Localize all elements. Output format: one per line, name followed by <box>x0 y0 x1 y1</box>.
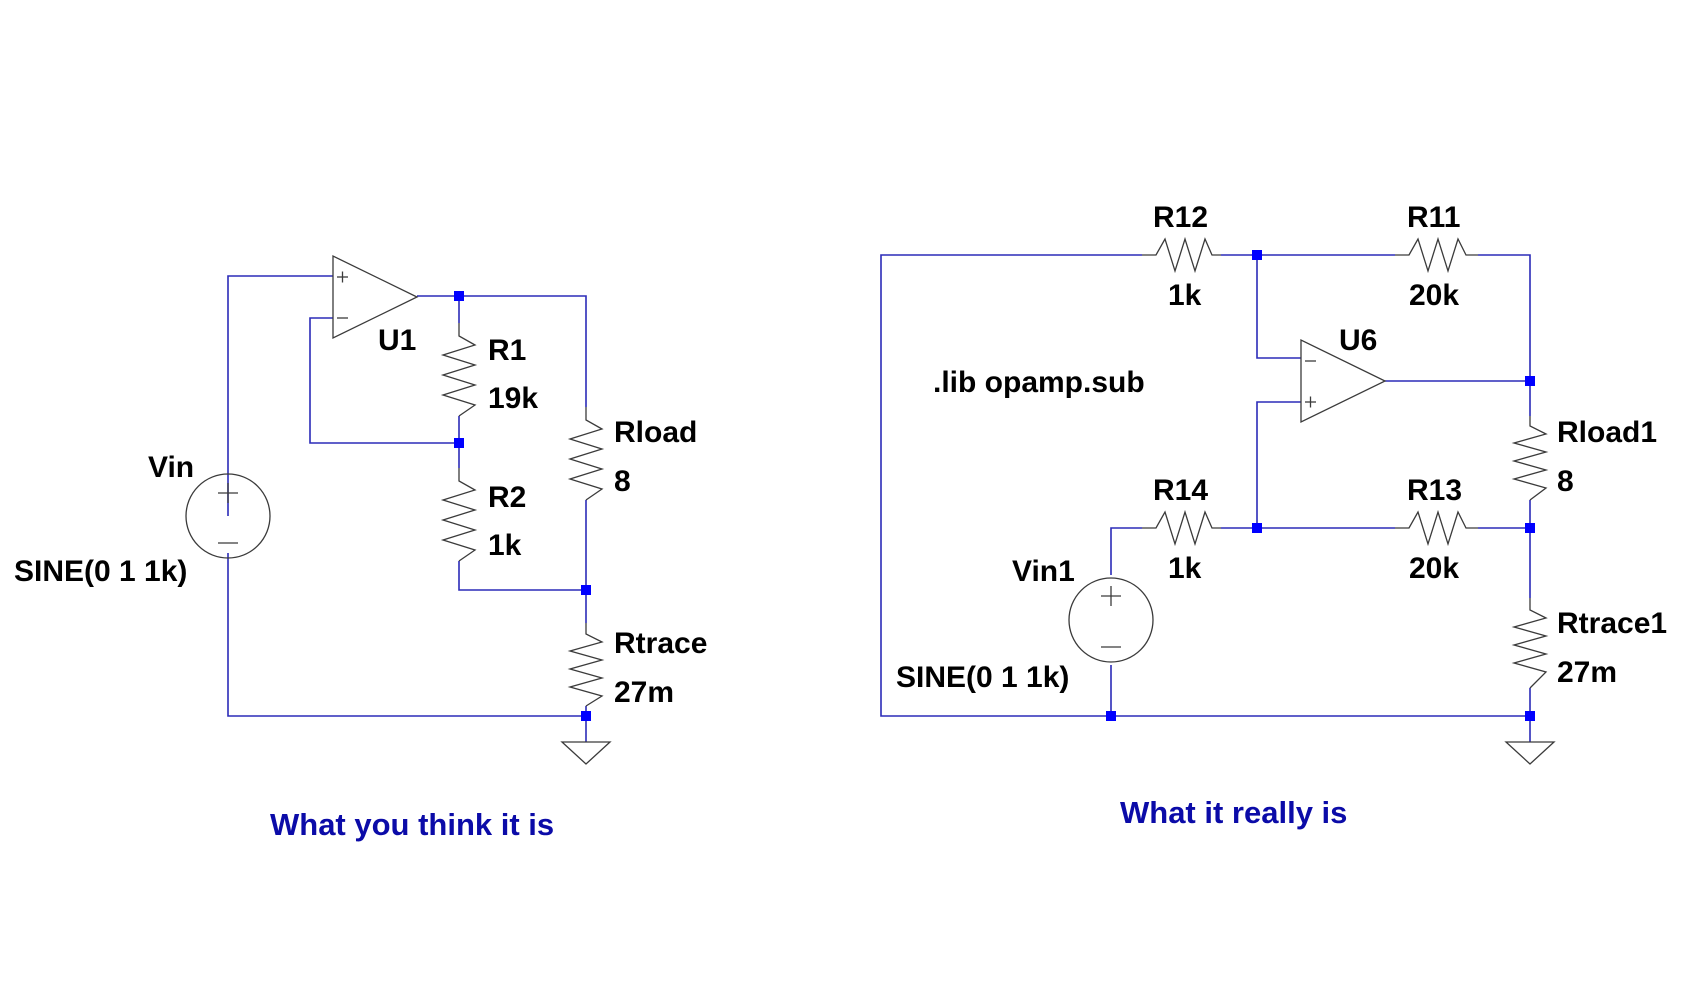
r11-value: 20k <box>1409 279 1459 312</box>
vin-value: SINE(0 1 1k) <box>14 555 187 588</box>
spice-directive: .lib opamp.sub <box>933 366 1145 399</box>
vin1-value: SINE(0 1 1k) <box>896 661 1069 694</box>
rload1-label: Rload1 <box>1557 416 1657 449</box>
rload-label: Rload <box>614 416 697 449</box>
opamp-u6 <box>1300 338 1387 424</box>
rtrace-label: Rtrace <box>614 627 707 660</box>
resistor-rtrace <box>567 623 605 707</box>
rtrace1-value: 27m <box>1557 656 1617 689</box>
voltage-source-vin1 <box>1068 577 1154 663</box>
right-circuit: R12 1k R11 20k U6 .lib opamp.sub Rload1 … <box>880 201 1667 830</box>
right-junctions <box>1106 250 1535 721</box>
ground-icon <box>560 741 612 765</box>
resistor-r2 <box>440 468 478 562</box>
resistor-r12 <box>1142 236 1221 274</box>
resistor-r1 <box>440 323 478 417</box>
resistor-r13 <box>1395 509 1478 547</box>
r1-value: 19k <box>488 382 538 415</box>
resistor-r11 <box>1395 236 1478 274</box>
r12-value: 1k <box>1168 279 1202 312</box>
rtrace-value: 27m <box>614 676 674 709</box>
left-wires <box>227 275 587 742</box>
opamp-u1-label: U1 <box>378 324 416 357</box>
r11-label: R11 <box>1407 201 1460 234</box>
voltage-source-vin <box>185 473 271 559</box>
right-caption: What it really is <box>1120 795 1347 830</box>
resistor-rtrace1 <box>1511 598 1549 689</box>
r2-value: 1k <box>488 529 522 562</box>
left-junctions <box>454 291 591 721</box>
r13-value: 20k <box>1409 552 1459 585</box>
r1-label: R1 <box>488 334 526 367</box>
opamp-u6-label: U6 <box>1339 324 1377 357</box>
ground-icon <box>1504 741 1556 765</box>
vin-label: Vin <box>148 451 194 484</box>
rload1-value: 8 <box>1557 465 1574 498</box>
rtrace1-label: Rtrace1 <box>1557 607 1667 640</box>
r13-label: R13 <box>1407 474 1462 507</box>
r2-label: R2 <box>488 481 526 514</box>
left-caption: What you think it is <box>270 807 554 842</box>
r14-value: 1k <box>1168 552 1202 585</box>
resistor-rload <box>567 407 605 501</box>
right-wires <box>880 254 1531 742</box>
r12-label: R12 <box>1153 201 1208 234</box>
left-circuit: U1 R1 19k R2 1k Rload 8 Rtrace 27m Vin S… <box>14 254 707 842</box>
opamp-u1 <box>332 254 419 340</box>
r14-label: R14 <box>1153 474 1208 507</box>
resistor-r14 <box>1142 509 1221 547</box>
vin1-label: Vin1 <box>1012 555 1075 588</box>
rload-value: 8 <box>614 465 631 498</box>
resistor-rload1 <box>1511 416 1549 501</box>
